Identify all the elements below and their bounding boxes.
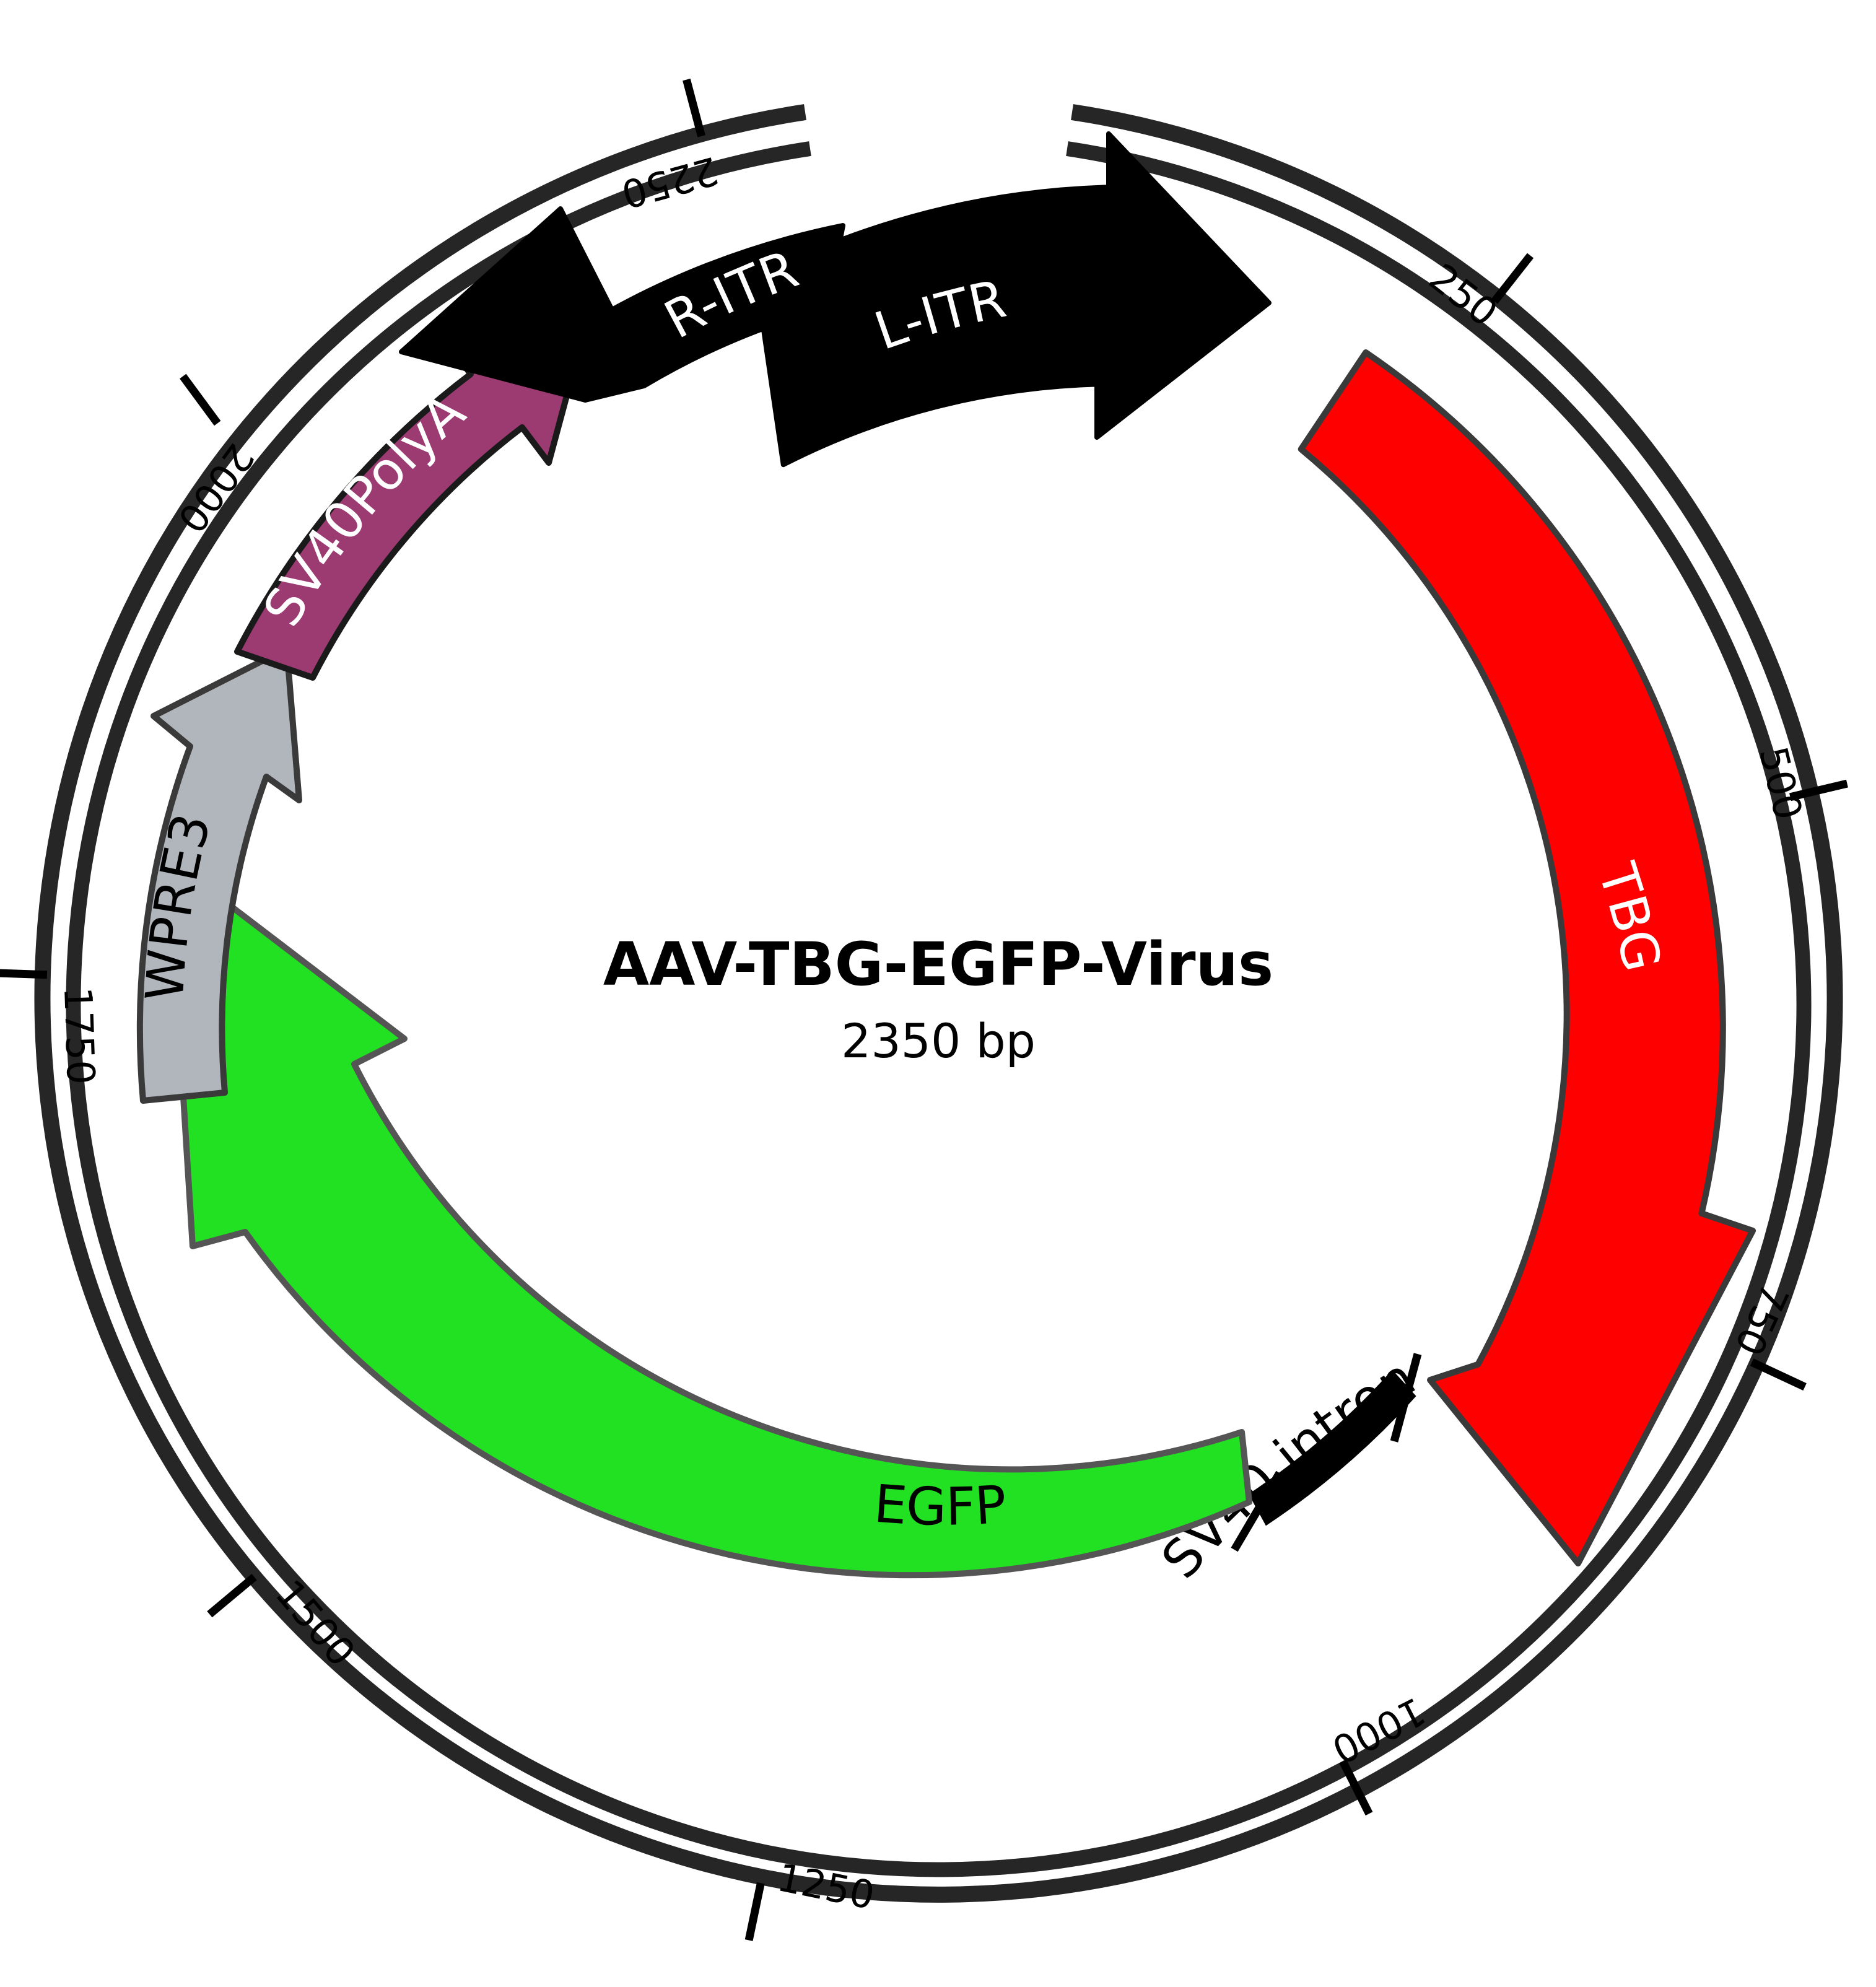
tick-2000 bbox=[180, 373, 221, 426]
tick-label-1750: 1750 bbox=[55, 986, 103, 1085]
l-itr-shape[interactable] bbox=[753, 131, 1272, 468]
tick-1500 bbox=[207, 1574, 257, 1618]
feature-tbg[interactable]: TBG bbox=[1298, 349, 1756, 1566]
feature-l-itr[interactable]: L-ITR bbox=[753, 131, 1272, 468]
tick-marks bbox=[0, 78, 1848, 1941]
egfp-label: EGFP bbox=[872, 1474, 1008, 1537]
sv40-intron-end-tick bbox=[1390, 1353, 1422, 1443]
tick-500 bbox=[1789, 779, 1848, 801]
plasmid-backbone bbox=[34, 104, 1843, 1903]
tick-1250 bbox=[744, 1882, 765, 1941]
tick-750 bbox=[1750, 1358, 1807, 1391]
tick-2250 bbox=[683, 78, 705, 138]
tick-250 bbox=[1491, 253, 1534, 304]
r-itr-shape[interactable] bbox=[399, 206, 845, 403]
plasmid-length: 2350 bp bbox=[841, 1013, 1036, 1068]
backbone-inner-line bbox=[66, 141, 1812, 1877]
backbone-outer-line bbox=[34, 104, 1843, 1903]
tick-1000 bbox=[1339, 1760, 1373, 1816]
tbg-shape[interactable] bbox=[1298, 349, 1756, 1566]
sv40-intron-start-tick bbox=[1231, 1470, 1283, 1552]
plasmid-title: AAV-TBG-EGFP-Virus bbox=[603, 930, 1273, 999]
tick-1750 bbox=[0, 969, 48, 979]
